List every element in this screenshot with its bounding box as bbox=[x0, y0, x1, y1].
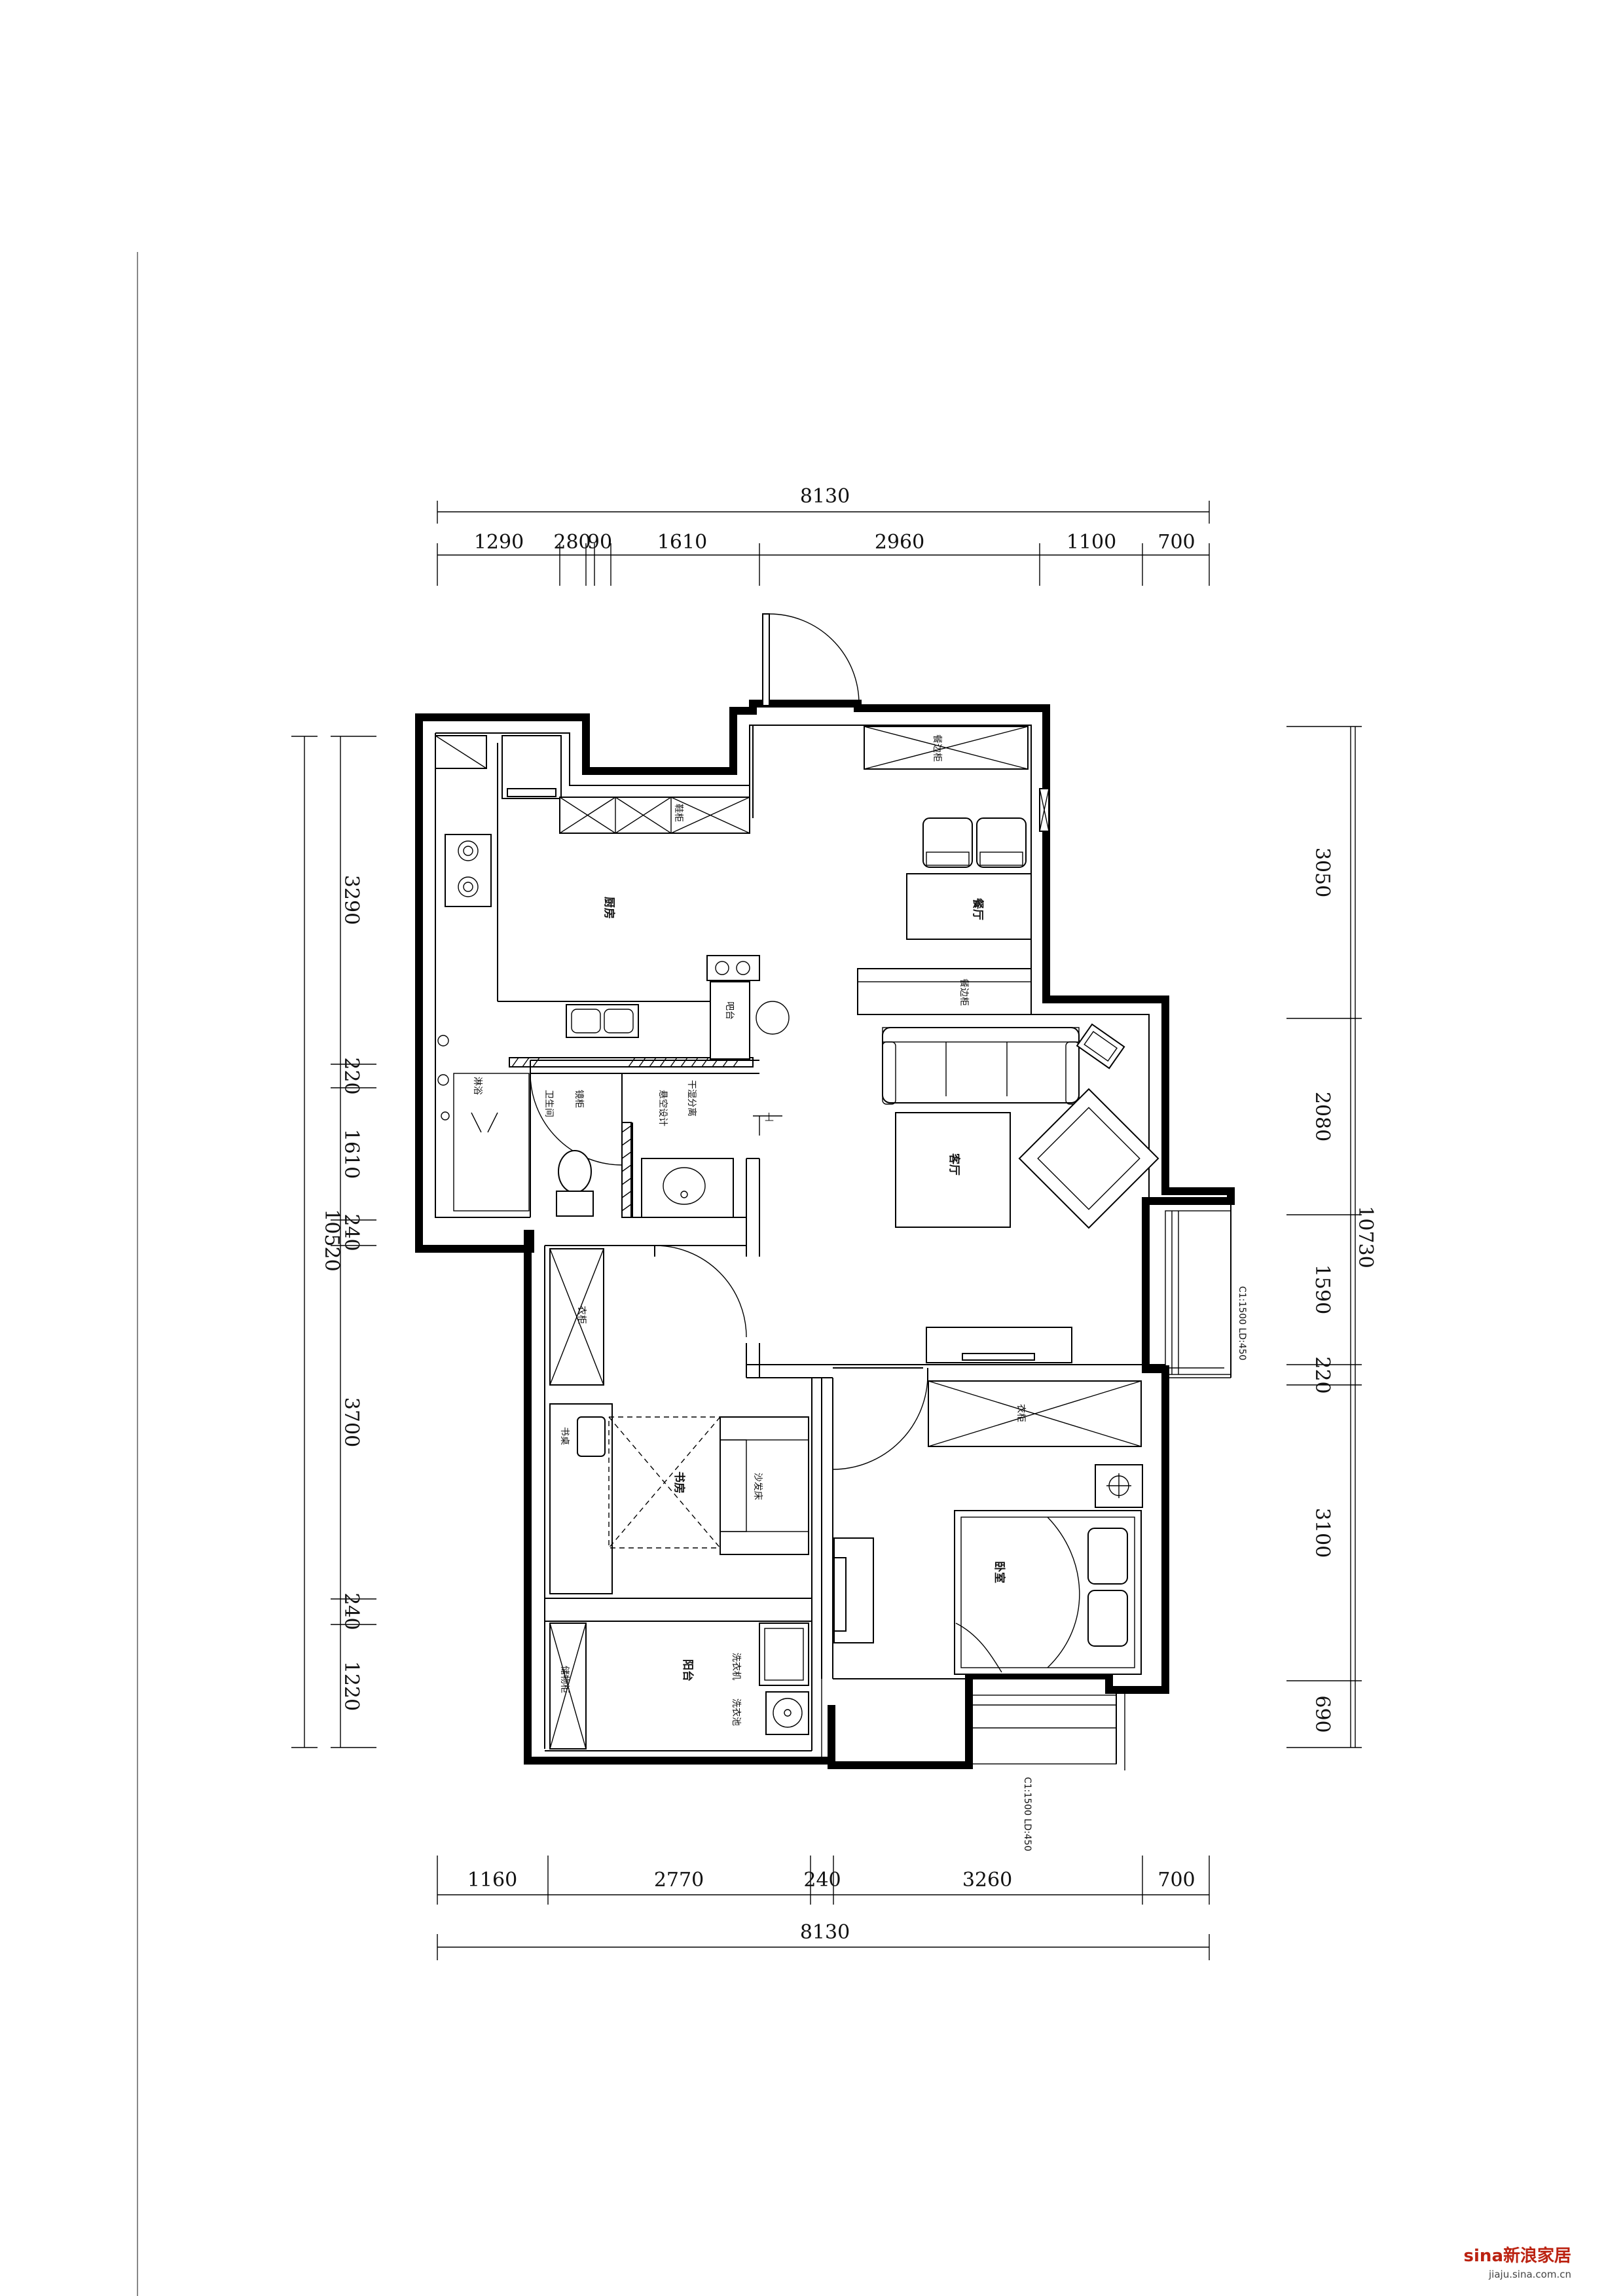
left-dim-6: 240 bbox=[340, 1592, 363, 1630]
top-dim-5: 2960 bbox=[875, 531, 924, 554]
left-dim-7: 1220 bbox=[340, 1661, 363, 1711]
bedroom-label: 卧室 bbox=[993, 1561, 1006, 1583]
vanity-design-label: 悬空设计 bbox=[657, 1090, 668, 1126]
living-label: 客厅 bbox=[947, 1153, 961, 1175]
right-dim-1: 3050 bbox=[1311, 848, 1334, 897]
kitchen-label: 厨房 bbox=[602, 897, 616, 919]
left-dimension-lines bbox=[291, 736, 376, 1748]
sideboard-lower-label: 餐边柜 bbox=[958, 978, 969, 1006]
bathroom-label: 卫生间 bbox=[543, 1090, 554, 1117]
bottom-dim-4: 3260 bbox=[962, 1869, 1012, 1892]
left-total-dimension: 10520 bbox=[320, 1209, 343, 1271]
bar-label: 吧台 bbox=[724, 1001, 735, 1020]
laundry-sink-label: 洗衣池 bbox=[731, 1698, 741, 1726]
study-wardrobe-label: 衣柜 bbox=[576, 1306, 587, 1324]
bottom-total-dimension: 8130 bbox=[800, 1921, 850, 1944]
right-dimension-lines bbox=[1286, 726, 1362, 1748]
living-window-spec: C1:1500 LD:450 bbox=[1237, 1286, 1247, 1361]
top-total-dimension: 8130 bbox=[800, 485, 850, 508]
top-dim-7: 700 bbox=[1158, 531, 1195, 554]
washer-label: 洗衣机 bbox=[731, 1653, 741, 1680]
right-dim-6: 690 bbox=[1311, 1695, 1334, 1732]
sideboard-label: 餐边柜 bbox=[932, 734, 942, 762]
bottom-dimension-lines bbox=[437, 1856, 1210, 1960]
left-dim-1: 3290 bbox=[340, 875, 363, 925]
bedroom-wardrobe-label: 衣柜 bbox=[1015, 1404, 1026, 1422]
watermark-url: jiaju.sina.com.cn bbox=[1488, 2269, 1571, 2280]
exterior-wall bbox=[415, 700, 1235, 1769]
sofa-bed-label: 沙发床 bbox=[752, 1473, 763, 1500]
top-dim-1: 1290 bbox=[474, 531, 524, 554]
bedroom-window-spec: C1:1500 LD:450 bbox=[1022, 1777, 1032, 1852]
bedroom-furniture bbox=[832, 1368, 1143, 1770]
balcony-fixtures bbox=[549, 1617, 822, 1761]
kitchen-furniture bbox=[435, 735, 790, 1086]
right-dim-3: 1590 bbox=[1311, 1265, 1334, 1314]
shower-label: 淋浴 bbox=[472, 1077, 483, 1095]
left-dim-4: 240 bbox=[340, 1213, 363, 1251]
top-dim-2: 280 bbox=[553, 531, 591, 554]
bottom-dim-1: 1160 bbox=[467, 1869, 517, 1892]
right-dim-5: 3100 bbox=[1311, 1508, 1334, 1558]
bathroom-fixtures bbox=[441, 1073, 734, 1218]
storage-label: 储物柜 bbox=[559, 1666, 570, 1693]
top-dimension-lines bbox=[437, 501, 1210, 586]
right-total-dimension: 10730 bbox=[1354, 1206, 1377, 1268]
right-dim-4: 220 bbox=[1311, 1356, 1334, 1393]
top-dim-6: 1100 bbox=[1067, 531, 1116, 554]
bottom-dim-5: 700 bbox=[1158, 1869, 1195, 1892]
left-dim-3: 1610 bbox=[340, 1129, 363, 1179]
balcony-label: 阳台 bbox=[681, 1659, 695, 1681]
top-dim-4: 1610 bbox=[657, 531, 707, 554]
watermark-brand: sina新浪家居 bbox=[1464, 2246, 1571, 2266]
vanity-label: 镜柜 bbox=[574, 1090, 584, 1108]
up-arrow-label: 上 bbox=[765, 1113, 774, 1123]
left-dim-2: 220 bbox=[340, 1057, 363, 1094]
dry-wet-label: 干湿分离 bbox=[686, 1080, 697, 1117]
top-dim-3: 90 bbox=[587, 531, 612, 554]
left-dim-5: 3700 bbox=[340, 1397, 363, 1447]
living-furniture bbox=[882, 1023, 1231, 1378]
shoe-cabinet-label: 鞋柜 bbox=[673, 804, 684, 822]
desk-label: 书桌 bbox=[559, 1427, 570, 1445]
dining-label: 餐厅 bbox=[971, 898, 985, 920]
interior-walls bbox=[435, 725, 1165, 1751]
study-furniture bbox=[549, 1245, 809, 1594]
right-dim-2: 2080 bbox=[1311, 1092, 1334, 1141]
bottom-dim-3: 240 bbox=[803, 1869, 841, 1892]
bottom-dim-2: 2770 bbox=[654, 1869, 704, 1892]
hatched-partitions bbox=[509, 1057, 754, 1218]
study-label: 书房 bbox=[672, 1471, 686, 1494]
entrance-door[interactable] bbox=[762, 613, 860, 706]
dining-furniture bbox=[857, 726, 1049, 1015]
